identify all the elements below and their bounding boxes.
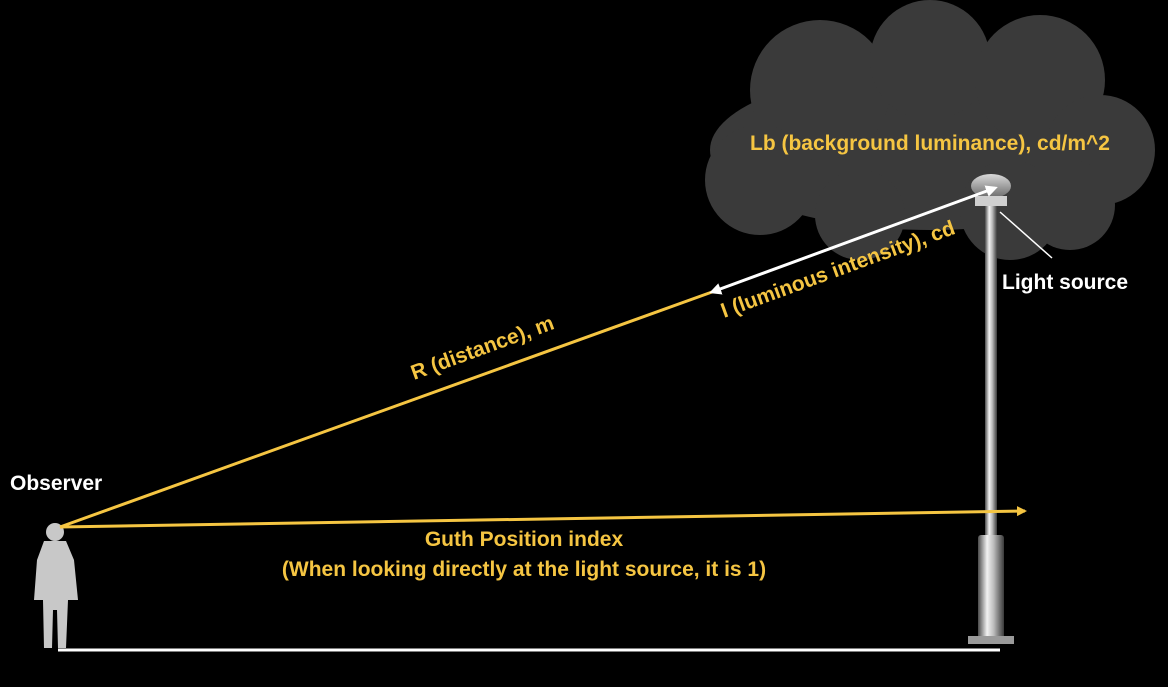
distance-line — [59, 290, 713, 529]
guth-arrow — [59, 506, 1027, 529]
guth-label-line2: (When looking directly at the light sour… — [282, 558, 766, 581]
light-source-pointer — [999, 211, 1053, 259]
guth-label-line1: Guth Position index — [425, 528, 624, 551]
luminous-intensity-arrow — [709, 185, 998, 295]
observer-label: Observer — [10, 472, 102, 495]
background-luminance-label: Lb (background luminance), cd/m^2 — [750, 132, 1110, 155]
cloud-shape — [705, 0, 1155, 260]
observer-silhouette — [34, 523, 78, 648]
light-source-label: Light source — [1002, 271, 1128, 294]
